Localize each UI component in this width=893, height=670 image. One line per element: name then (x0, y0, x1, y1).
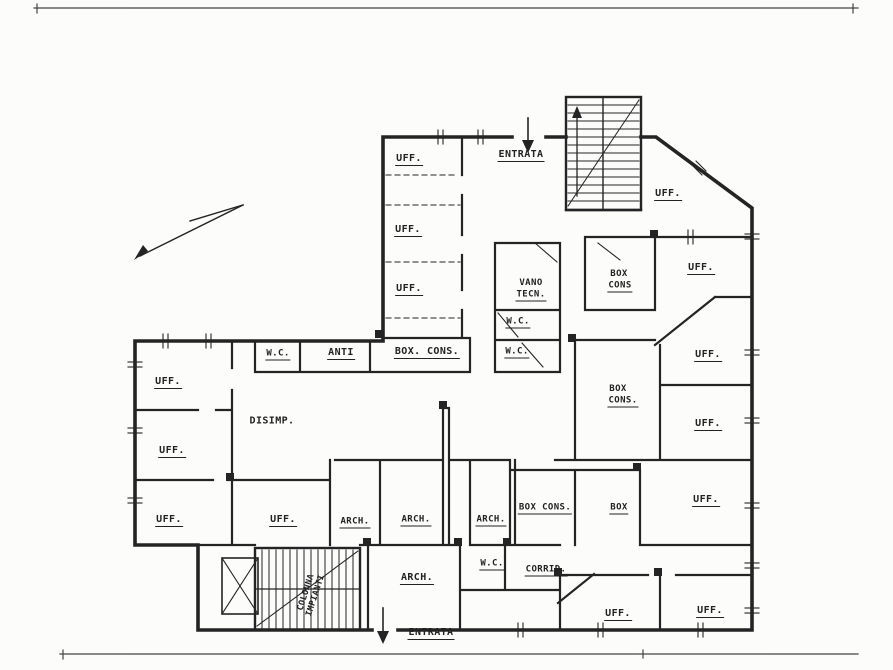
outer-walls (133, 135, 754, 632)
room-label-anti: ANTI (327, 347, 355, 360)
staircase-top-steps (567, 96, 640, 211)
room-label-arch: ARCH. (475, 514, 507, 527)
room-label-uff: UFF. (395, 283, 423, 296)
room-label-uff: UFF. (687, 262, 715, 275)
staircase-bottom-steps (254, 549, 361, 629)
room-label-wc: W.C. (505, 316, 531, 329)
north-arrow (139, 204, 244, 257)
room-label-uff: UFF. (694, 349, 722, 362)
room-label-arch: ARCH. (400, 514, 432, 527)
shaft-x-box (221, 557, 259, 615)
room-label-uff: UFF. (694, 418, 722, 431)
room-label-box-cons: BOX (609, 384, 627, 394)
room-label-uff: UFF. (395, 153, 423, 166)
entrance-arrow-bottom (377, 607, 389, 644)
room-label-uff: UFF. (269, 514, 297, 527)
sheet-frame (33, 3, 859, 660)
window-ticks (127, 129, 760, 638)
door-diagonals (497, 242, 621, 368)
room-label-corrid: CORRID. (524, 564, 568, 577)
columns (226, 230, 662, 576)
north-arrow-head (134, 245, 148, 260)
entrance-arrow-top (522, 117, 534, 153)
room-label-vano-tecn: VANO (519, 278, 543, 288)
room-label-uff: UFF. (155, 514, 183, 527)
room-label-box: BOX (609, 502, 629, 515)
room-label-uff: UFF. (154, 376, 182, 389)
room-label-uff: UFF. (394, 224, 422, 237)
room-label-wc: W.C. (479, 558, 505, 571)
room-label-uff: UFF. (158, 445, 186, 458)
room-label-wc: W.C. (265, 348, 291, 361)
room-label-uff: UFF. (604, 608, 632, 621)
entrance-label-bottom: ENTRATA (407, 627, 455, 640)
room-label-disimp: DISIMP. (249, 415, 295, 427)
room-label-arch: ARCH. (339, 516, 371, 529)
entrance-label-top: ENTRATA (497, 149, 545, 162)
room-label-box-cons: CONS. (607, 395, 639, 408)
room-label-box-cons: BOX CONS. (517, 502, 573, 515)
room-label-uff: UFF. (654, 188, 682, 201)
interior-walls (133, 135, 754, 632)
staircase-top-direction-arrow (572, 106, 582, 197)
room-label-uff: UFF. (696, 605, 724, 618)
room-label-vano-tecn: TECN. (515, 289, 547, 302)
room-label-uff: UFF. (692, 494, 720, 507)
room-label-box-cons: BOX (610, 269, 628, 279)
room-label-wc: W.C. (504, 346, 530, 359)
dashed-partitions (385, 174, 461, 319)
room-label-box-cons: BOX. CONS. (393, 346, 461, 359)
room-label-box-cons: CONS (607, 280, 633, 293)
room-label-arch: ARCH. (399, 572, 435, 585)
